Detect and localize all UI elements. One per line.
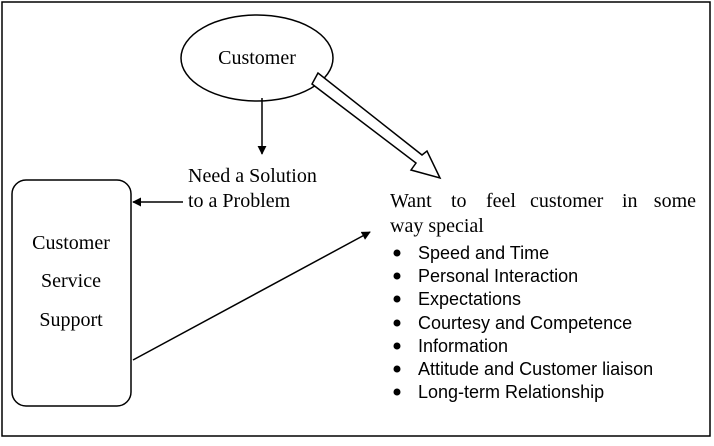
hollow-arrow-customer-to-want xyxy=(311,71,442,180)
bullet-dot xyxy=(393,295,401,303)
want-word: feel xyxy=(486,190,516,212)
bullet-text: Attitude and Customer liaison xyxy=(418,359,653,379)
bullet-item: Expectations xyxy=(393,289,521,309)
customer-ellipse xyxy=(180,14,334,102)
bullet-item: Courtesy and Competence xyxy=(393,313,632,333)
want-line1: Want to feel customer in some xyxy=(390,190,696,212)
bullet-text: Speed and Time xyxy=(418,243,549,263)
bullet-list: Speed and Time Personal Interaction Expe… xyxy=(393,243,653,402)
bullet-dot xyxy=(393,319,401,327)
want-word: Want xyxy=(390,190,432,212)
bullet-item: Attitude and Customer liaison xyxy=(393,359,653,379)
support-label-line1: Customer xyxy=(32,232,110,254)
bullet-text: Courtesy and Competence xyxy=(418,313,632,333)
bullet-item: Personal Interaction xyxy=(393,266,578,286)
bullet-dot xyxy=(393,249,401,257)
arrow-support-to-want xyxy=(132,231,371,361)
bullet-dot xyxy=(393,342,401,350)
bullet-dot xyxy=(393,388,401,396)
bullet-dot xyxy=(393,365,401,373)
want-line2: way special xyxy=(390,215,484,237)
want-word: in xyxy=(622,190,638,212)
support-label-line2: Service xyxy=(41,270,101,292)
support-label-line3: Support xyxy=(39,309,103,331)
want-word: some xyxy=(654,190,696,212)
need-solution-line2: to a Problem xyxy=(188,190,291,212)
bullet-text: Expectations xyxy=(418,289,521,309)
want-word: customer xyxy=(530,190,604,212)
customer-label: Customer xyxy=(218,47,296,69)
want-word: to xyxy=(451,190,467,212)
bullet-item: Long-term Relationship xyxy=(393,382,604,402)
support-box xyxy=(11,179,132,407)
bullet-item: Information xyxy=(393,336,508,356)
bullet-dot xyxy=(393,272,401,280)
bullet-item: Speed and Time xyxy=(393,243,549,263)
need-solution-line1: Need a Solution xyxy=(188,165,317,187)
bullet-text: Long-term Relationship xyxy=(418,382,604,402)
bullet-text: Personal Interaction xyxy=(418,266,578,286)
bullet-text: Information xyxy=(418,336,508,356)
